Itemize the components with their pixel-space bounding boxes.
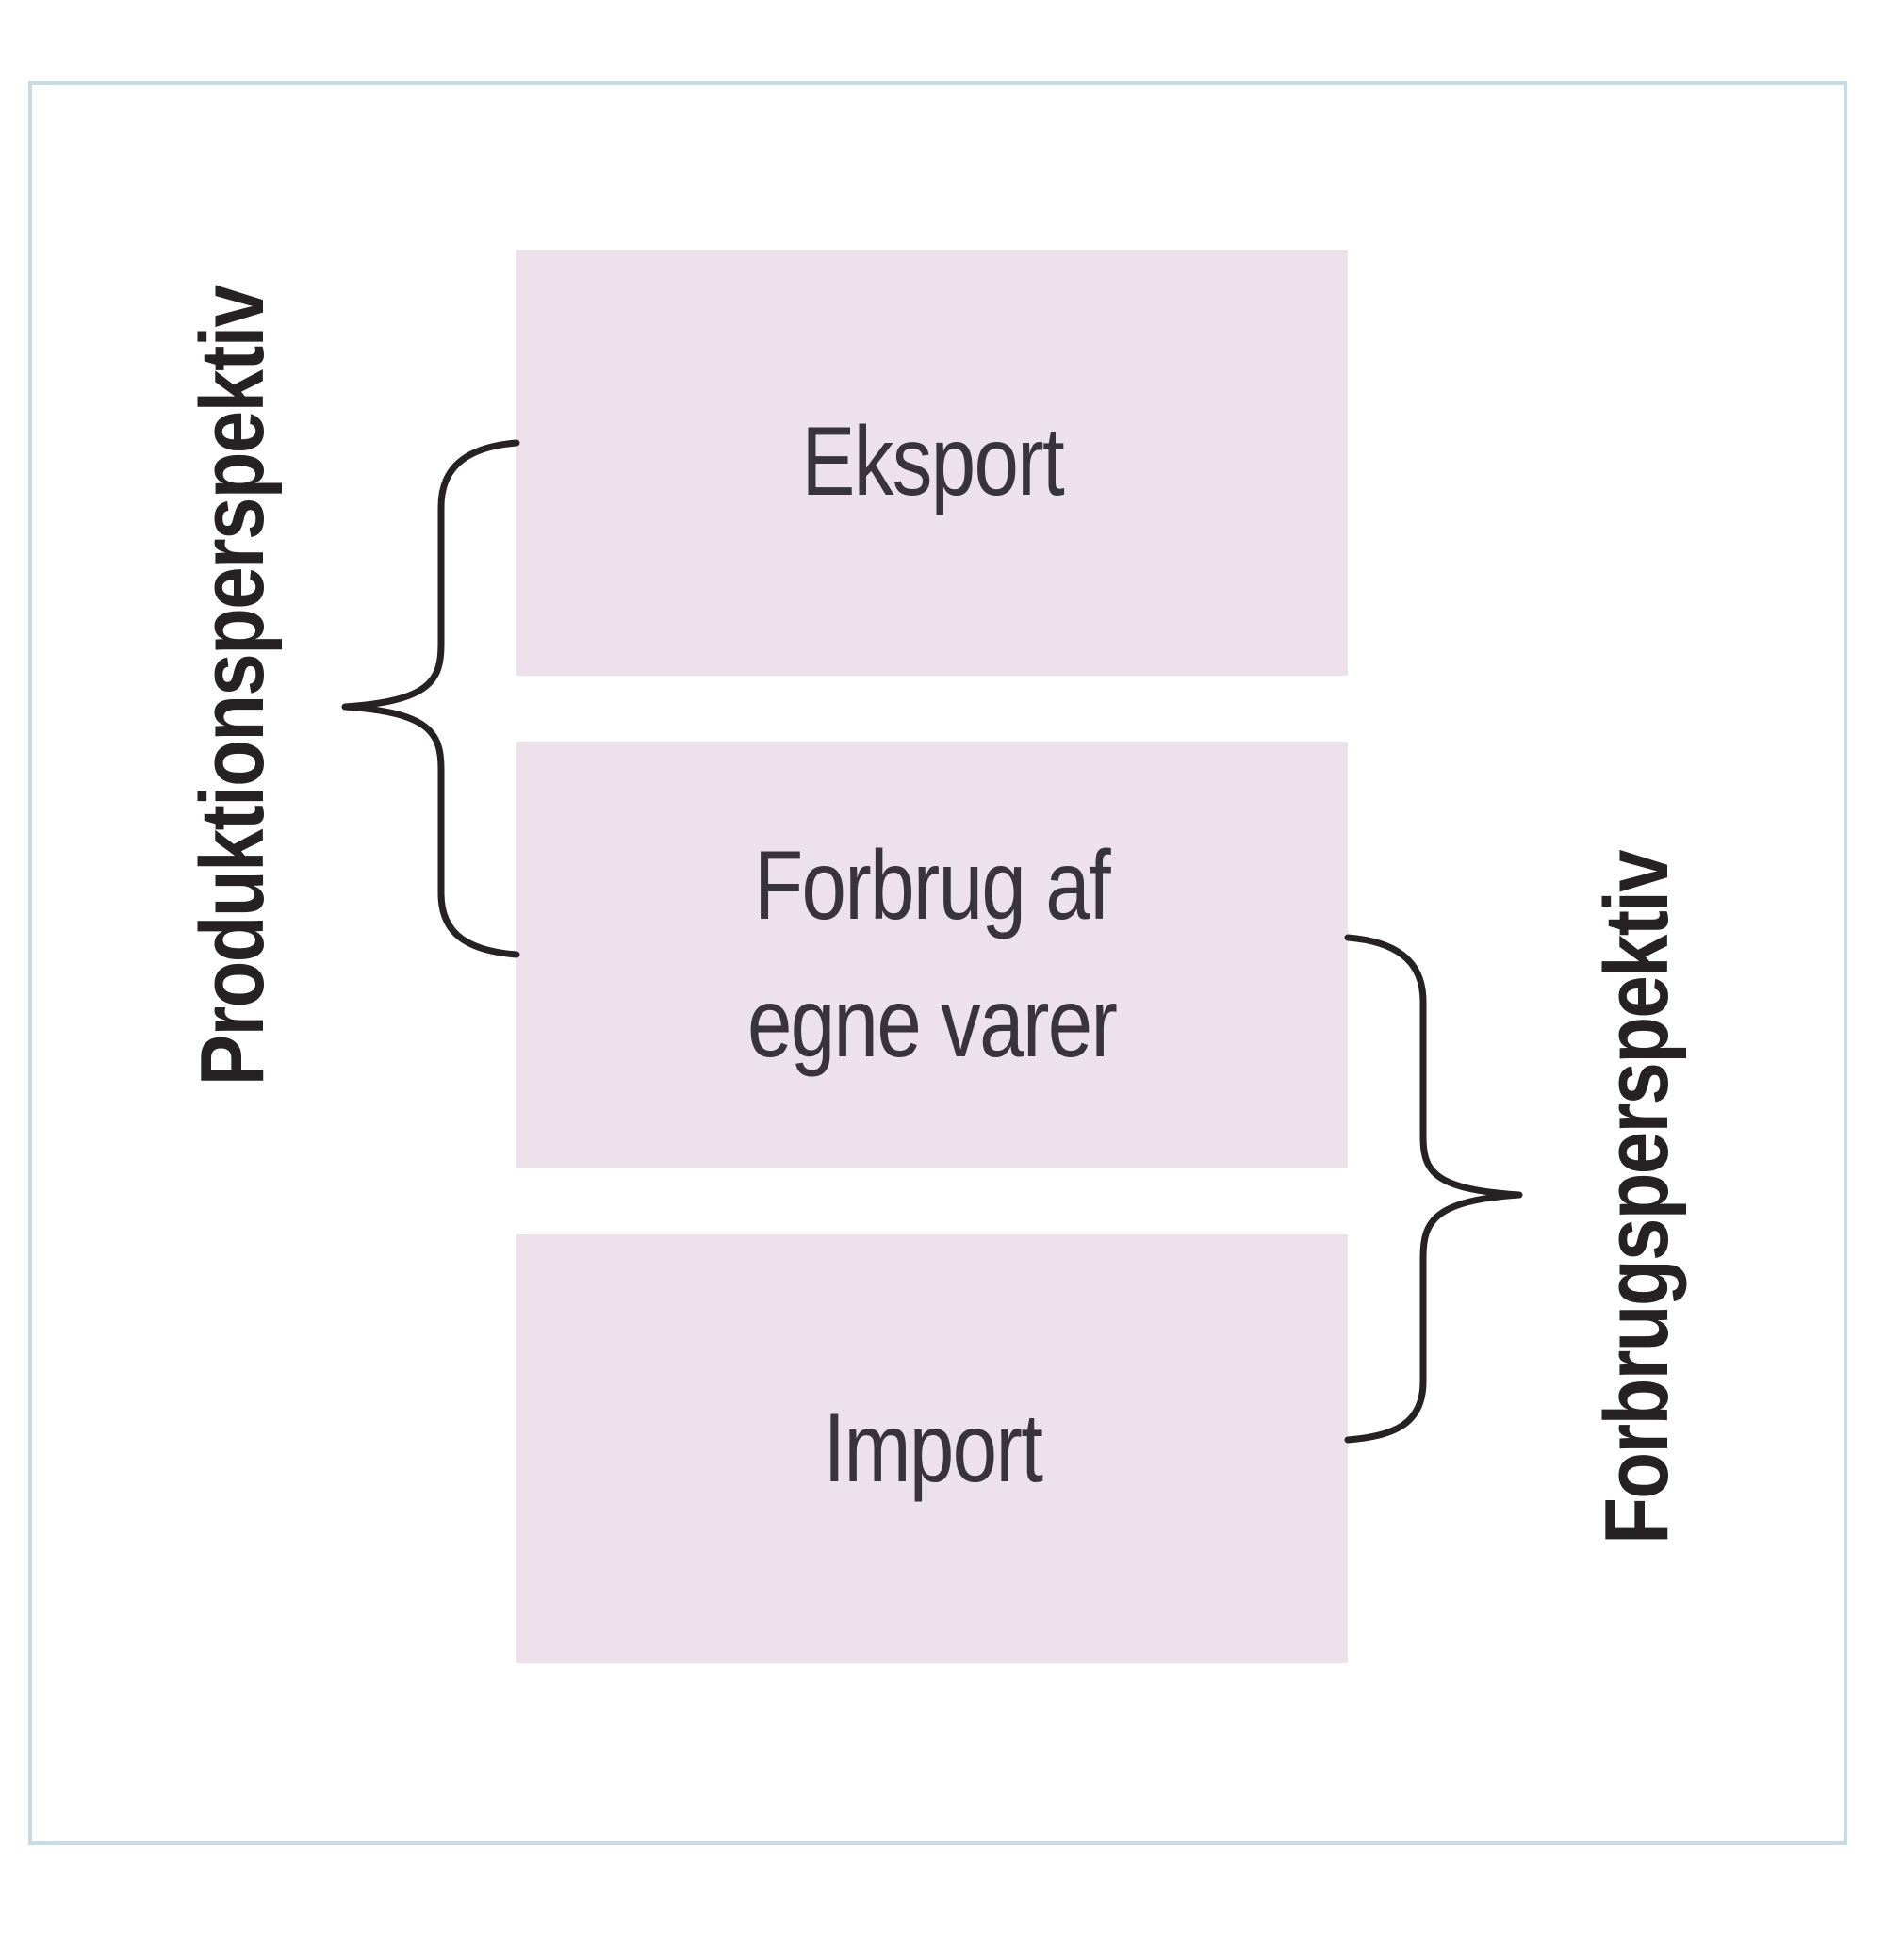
consumption-perspective-label: Forbrugsperspektiv <box>1586 851 1687 1544</box>
diagram-frame <box>28 81 1847 1845</box>
box-import-label: Import <box>823 1393 1042 1503</box>
box-forbrug-egne-varer-label: Forbrug af egne varer <box>747 830 1118 1078</box>
box-eksport: Eksport <box>516 250 1348 676</box>
production-perspective-label: Produktionsperspektiv <box>182 286 283 1086</box>
box-eksport-label: Eksport <box>801 407 1064 517</box>
box-forbrug-egne-varer: Forbrug af egne varer <box>516 742 1348 1168</box>
box-import: Import <box>516 1234 1348 1663</box>
